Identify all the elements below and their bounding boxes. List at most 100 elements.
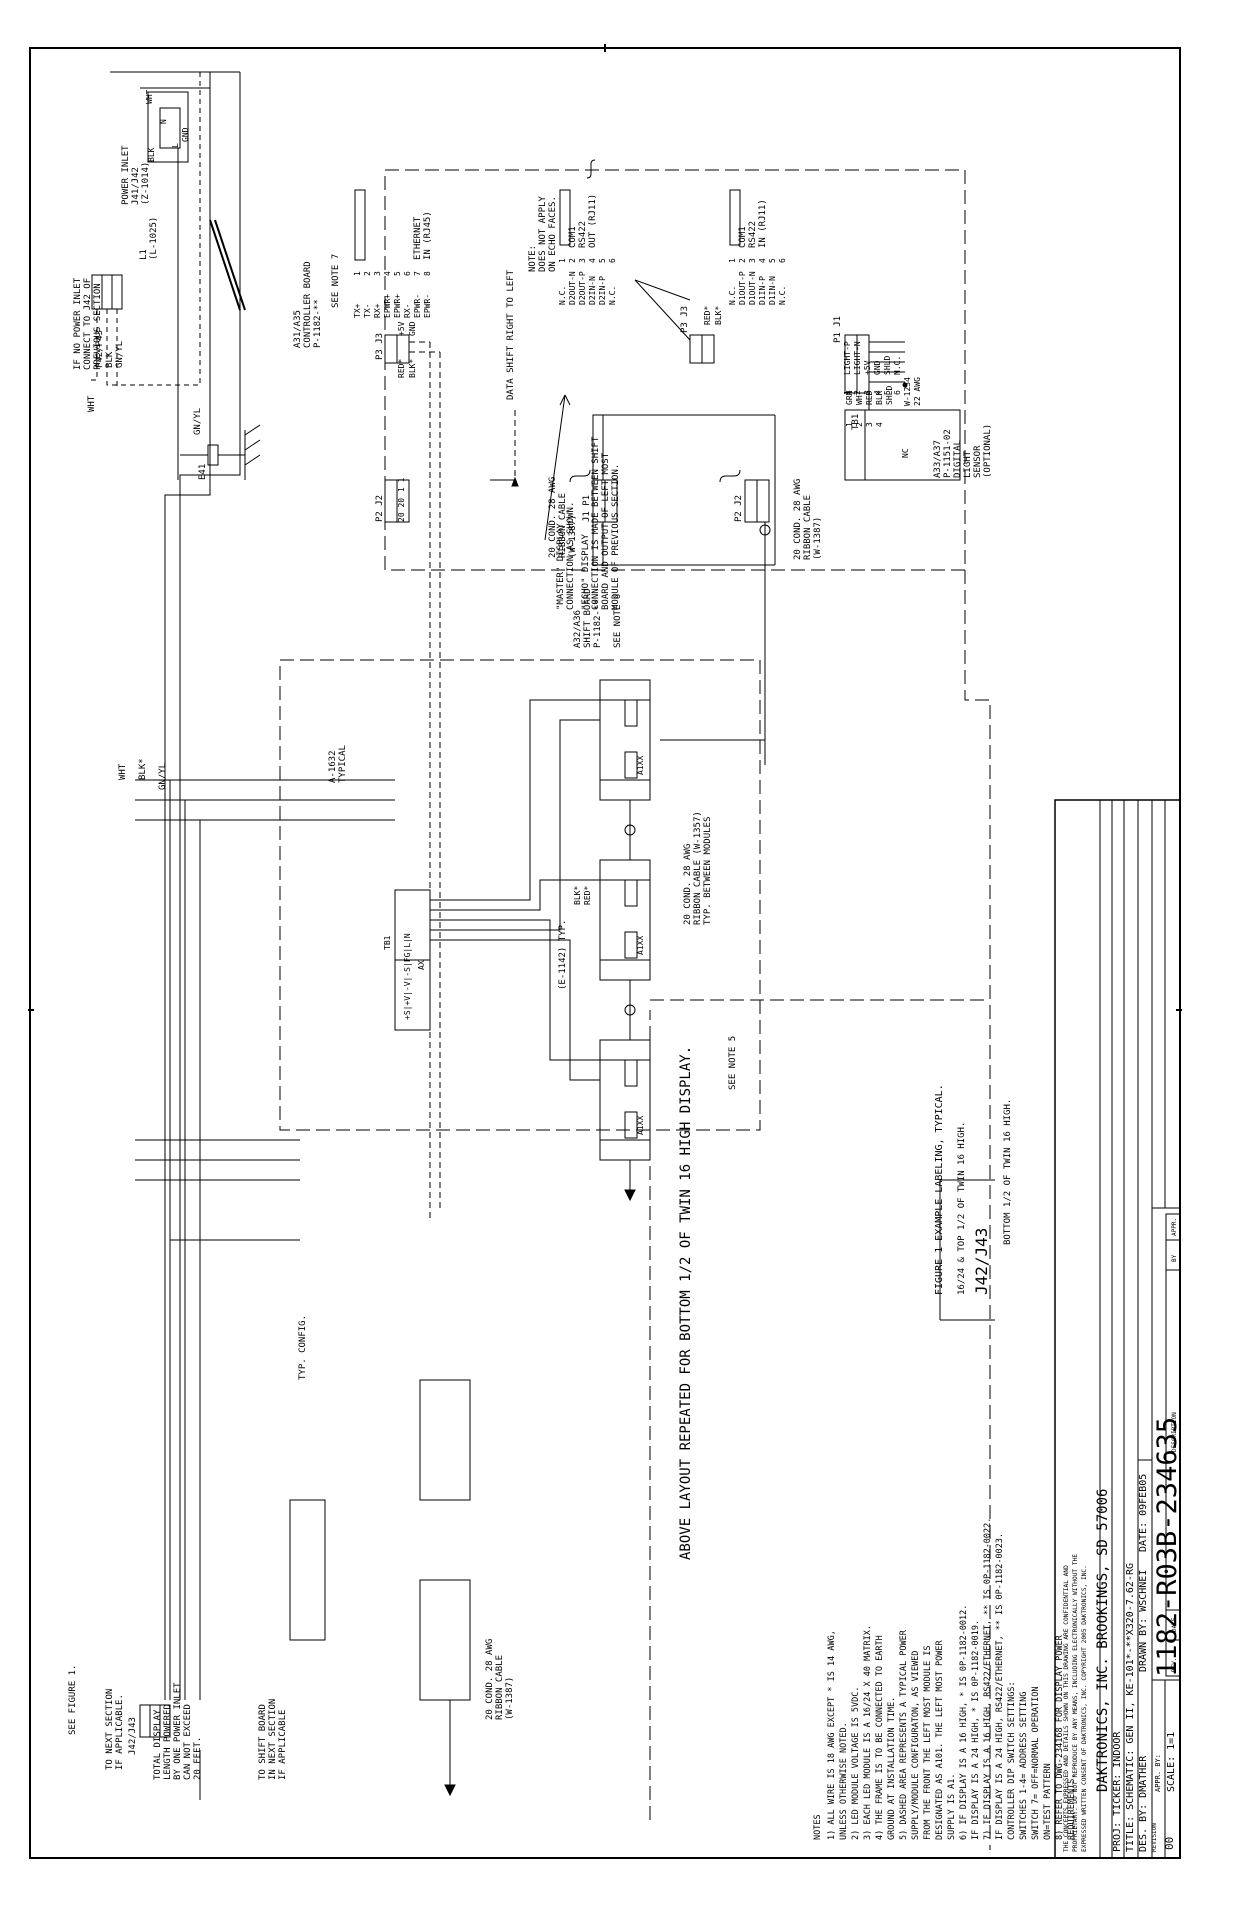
ribbon-1387-lower-part: (W-1387)	[813, 517, 823, 560]
figure-1-title: FIGURE 1 EXAMPLE LABELING, TYPICAL.	[934, 1084, 945, 1295]
p1-pin: 5	[883, 390, 892, 395]
total-display-3: BY ONE POWER INLET	[173, 1682, 183, 1780]
j5-pin-signal: N.C.	[728, 286, 737, 305]
drawn-by: DRAWN BY: WSCHNEI	[1138, 1570, 1149, 1672]
sensor-wiring	[869, 341, 908, 388]
notes-block: NOTES 1) ALL WIRE IS 18 AWG EXCEPT * IS …	[813, 1518, 1077, 1840]
module-2	[599, 859, 651, 981]
to-shift-1: TO SHIFT BOARD	[258, 1704, 268, 1780]
note-line: SUPPLY IS A1.	[947, 1773, 957, 1840]
power-inlet-jack: J41/J42	[131, 167, 141, 205]
total-display-4: CAN NOT EXCEED	[183, 1704, 193, 1780]
j4-pin-signal: D2IN-P	[598, 276, 607, 305]
j6-pin-pin: 6	[403, 271, 412, 276]
j4-pin-signal: D2IN-N	[588, 276, 597, 305]
com1-out-label: COM1	[568, 226, 578, 248]
p1-signal: SHLD	[883, 356, 892, 375]
note-line: IF DISPLAY IS A 24 HIGH, * IS 0P-1182-00…	[971, 1620, 981, 1840]
bottom-j42: J42/J43	[128, 1717, 138, 1755]
power-inlet-area	[90, 71, 261, 1700]
approved-by: APPR. BY:	[1154, 1754, 1162, 1792]
tb1-wire: WHT	[855, 390, 864, 405]
j6-pin-pin: 1	[353, 271, 362, 276]
confidential-line-1: THE CONCEPTS EXPRESSED AND DETAILS SHOWN…	[1063, 1565, 1070, 1852]
module-3	[599, 1039, 651, 1161]
sensor-nc: NC	[901, 448, 910, 458]
j6-pin-signal: EPWR-	[423, 294, 432, 318]
j4-pin-pin: 1	[558, 258, 567, 263]
total-display-2: LENGTH POWERED	[163, 1704, 173, 1780]
note-line: IF DISPLAY IS A 24 HIGH, RS422/ETHERNET,…	[995, 1533, 1005, 1840]
ethernet-port: IN (RJ45)	[423, 211, 433, 260]
project-name: PROJ: TICKER: INDOOR	[1112, 1731, 1123, 1852]
ribbon-1387-upper-type: RIBBON CABLE	[558, 493, 568, 558]
shift-board	[409, 279, 776, 1220]
controller-p2j2: P2 J2	[375, 495, 385, 522]
cable-w1234-awg: 22 AWG	[913, 377, 922, 406]
figure-1-bottom: BOTTOM 1/2 OF TWIN 16 HIGH.	[1003, 1099, 1013, 1245]
note-line: 4) THE FRAME IS TO BE CONNECTED TO EARTH	[875, 1635, 885, 1840]
j6-pin-pin: 2	[363, 271, 372, 276]
psu-tb1: TB1	[383, 935, 392, 950]
j4-pin-signal: N.C.	[608, 286, 617, 305]
note-line: 1) ALL WIRE IS 18 AWG EXCEPT * IS 14 AWG…	[827, 1630, 837, 1840]
note-line: 6) IF DISPLAY IS A 16 HIGH, * IS 0P-1182…	[959, 1605, 969, 1840]
p42-label: P42/P43	[95, 330, 105, 368]
module-2-id: A1XX	[636, 936, 645, 955]
title-block: THE CONCEPTS EXPRESSED AND DETAILS SHOWN…	[1054, 799, 1183, 1859]
company-name: DAKTRONICS, INC. BROOKINGS, SD 57006	[1095, 1489, 1111, 1792]
to-shift-2: IN NEXT SECTION	[268, 1699, 278, 1780]
note-line: GROUND AT INSTALLATION TIME.	[887, 1697, 897, 1840]
revision-label: REVISION	[1151, 1823, 1158, 1852]
see-figure-1: SEE FIGURE 1.	[68, 1665, 78, 1735]
confidential-line-3: EXPRESSED WRITTEN CONSENT OF DAKTRONICS,…	[1081, 1565, 1088, 1852]
sensor-light: LIGHT	[963, 450, 973, 478]
shift-board-part: P-1182-**	[593, 599, 603, 648]
j6-pin-pin: 7	[413, 271, 422, 276]
j4-pin-pin: 2	[568, 258, 577, 263]
p1-signal: +5V	[863, 360, 872, 375]
com1-in-type: RS422	[748, 221, 758, 248]
above-layout-note: ABOVE LAYOUT REPEATED FOR BOTTOM 1/2 OF …	[678, 1046, 694, 1560]
j4-pin-signal: D2OUT-P	[578, 271, 587, 305]
confidential-line-2: PROPRIETARY. DO NOT REPRODUCE BY ANY MEA…	[1072, 1554, 1079, 1852]
ribbon-1387-upper-part: (W-1387)	[568, 515, 578, 558]
ribbon-1357-typ: TYP. BETWEEN MODULES	[703, 817, 713, 925]
note-line: SWITCHES 1-4= ADDRESS SETTING	[1019, 1692, 1029, 1840]
cable-w1234: W-1234	[903, 377, 912, 406]
echo-note-title: NOTE:	[528, 245, 538, 272]
p1-signal: GND	[873, 360, 882, 375]
p1-pin: 4	[873, 390, 882, 395]
tb1-wire: RED	[865, 390, 874, 405]
figure-1-top: 16/24 & TOP 1/2 OF TWIN 16 HIGH.	[957, 1122, 967, 1295]
controller-p2-pin1: 1 1	[397, 477, 406, 492]
j4-pin-pin: 5	[598, 258, 607, 263]
ethernet-label: ETHERNET	[413, 216, 423, 260]
j4-pin-pin: 6	[608, 258, 617, 263]
note-line: CONTROLLER DIP SWITCH SETTINGS:	[1007, 1681, 1017, 1840]
tb1-pin: 1	[845, 422, 854, 427]
rev-column-appr: APPR.	[1171, 1218, 1178, 1236]
p1-signal: N.C.	[893, 356, 902, 375]
inlet-pin-gnd: GND	[181, 127, 190, 142]
j5-pin-signal: D1OUT-N	[748, 271, 757, 305]
j4-pin-signal: D2OUT-N	[568, 271, 577, 305]
sheet-border	[29, 47, 1181, 1859]
rev-column-date: DATE	[1171, 1617, 1178, 1632]
psu-typical: TYPICAL	[338, 745, 348, 783]
com1-out-type: RS422	[578, 221, 588, 248]
j6-pin-pin: 5	[393, 271, 402, 276]
p42-pin-blk: BLK	[105, 351, 115, 368]
shift-p2j2: P2 J2	[734, 495, 744, 522]
com1-in-label: COM1	[738, 226, 748, 248]
p1-signal: LIGHT-P	[843, 341, 852, 375]
ribbon-1357-title: 20 COND. 28 AWG	[683, 844, 693, 925]
controller-board-id: A31/A35	[293, 310, 303, 348]
sensor-id: A33/A37	[933, 440, 943, 478]
inlet-pin-l: L	[171, 143, 180, 148]
shift-board-id: A32/A36	[573, 610, 583, 648]
inlet-pin-n: N	[159, 119, 168, 124]
bottom-ribbon-1: 20 COND. 28 AWG	[485, 1639, 495, 1720]
tb1-wire: SHLD	[885, 386, 894, 405]
